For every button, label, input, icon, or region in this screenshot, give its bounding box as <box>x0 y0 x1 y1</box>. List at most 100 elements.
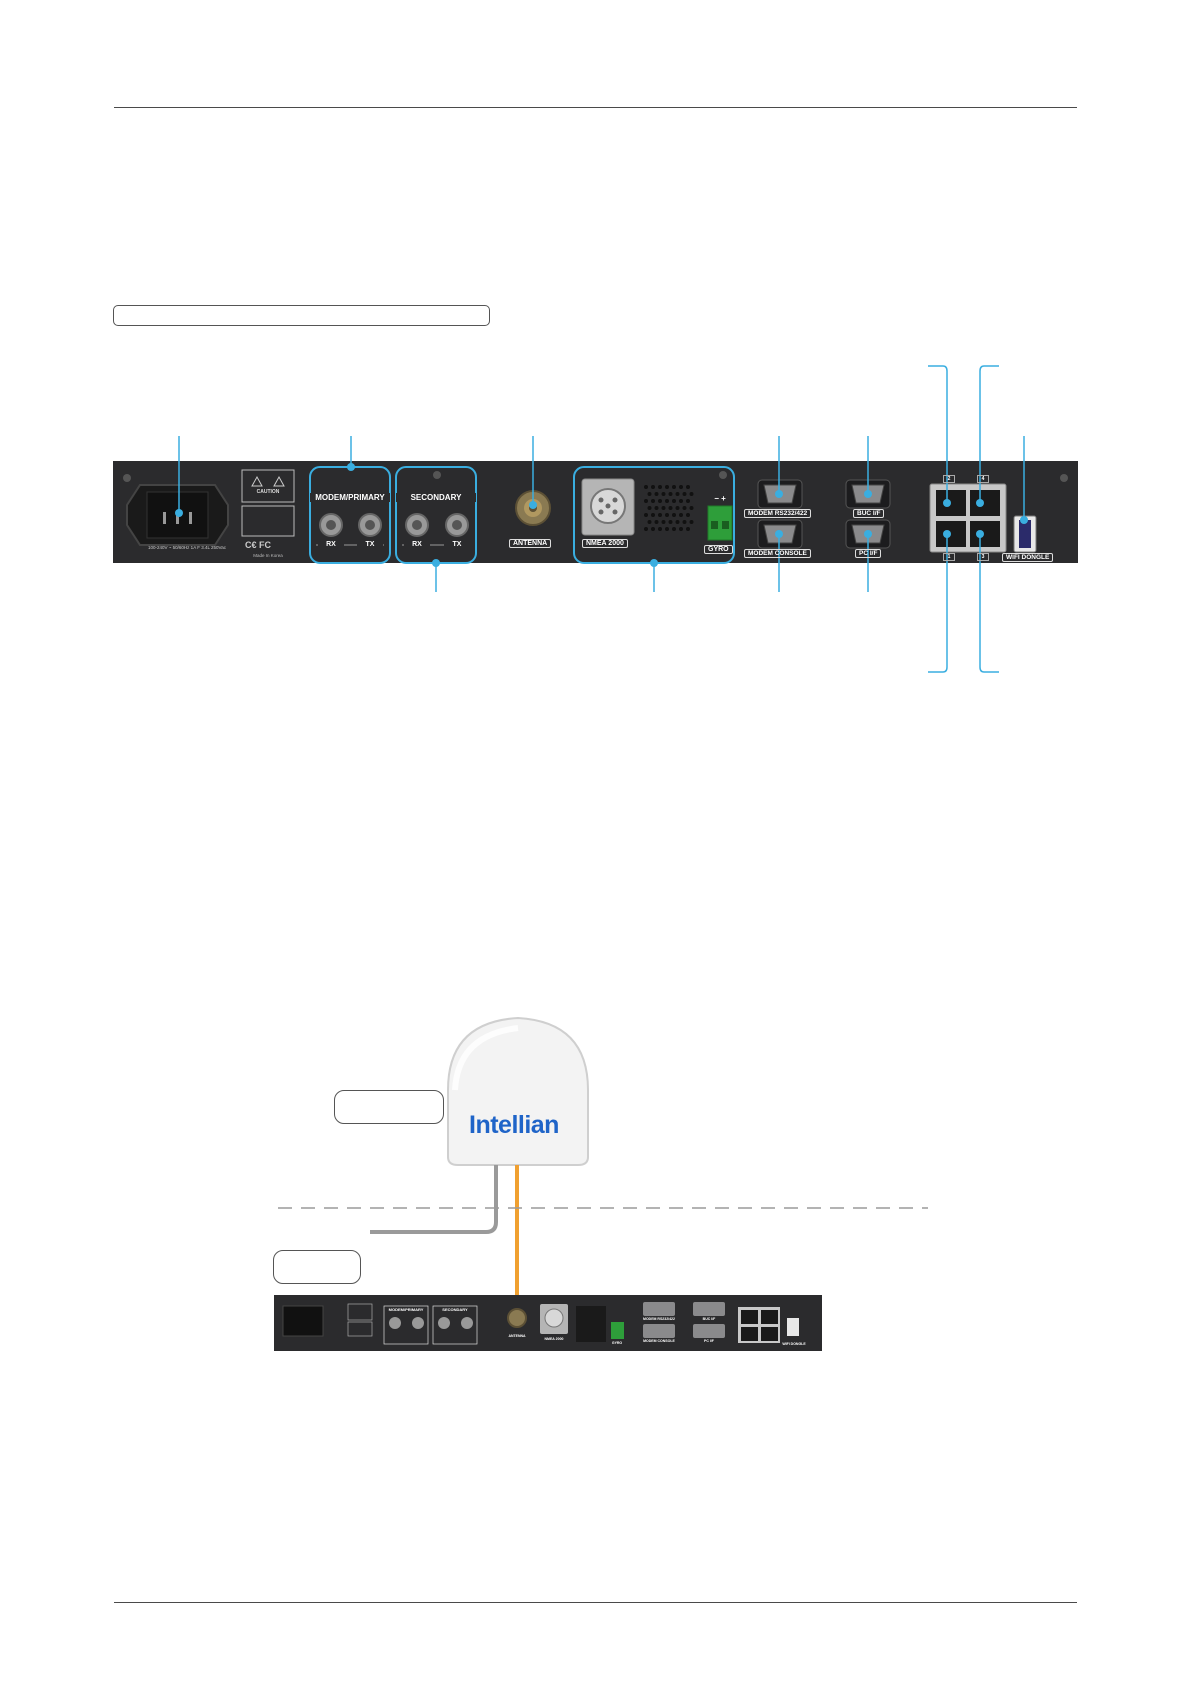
caution-label-2 <box>241 505 295 537</box>
vent-hole <box>665 513 669 517</box>
modem-tx-label: TX <box>357 541 383 548</box>
lan-1-label: 1 <box>943 553 955 561</box>
vent-hole <box>651 527 655 531</box>
ground-cable <box>370 1165 498 1234</box>
vent-hole <box>644 499 648 503</box>
screw <box>123 474 131 482</box>
vent-hole <box>668 520 673 524</box>
footer-rule <box>114 1602 1077 1603</box>
screw <box>1060 474 1068 482</box>
connection-diagram <box>274 1016 928 1351</box>
header-rule <box>114 107 1077 108</box>
vent-hole <box>675 520 680 524</box>
vent-hole <box>679 485 683 489</box>
small-modem-console-label: MODEM CONSOLE <box>643 1339 675 1343</box>
small-modem-rs-label: MODEM RS232/422 <box>643 1317 675 1321</box>
vent-hole <box>647 520 652 524</box>
vent-hole <box>661 520 666 524</box>
lan-2-label: 2 <box>943 475 955 483</box>
secondary-tx-label: TX <box>444 541 470 548</box>
small-nmea2000-label: NMEA 2000 <box>544 1337 564 1341</box>
small-buc-if-label: BUC I/F <box>702 1317 716 1321</box>
vent-hole <box>686 513 690 517</box>
vent-hole <box>658 527 662 531</box>
nmea2000-label: NMEA 2000 <box>582 539 628 548</box>
vent-hole <box>665 527 669 531</box>
figure-caption-box <box>113 305 490 326</box>
small-secondary-label: SECONDARY <box>442 1307 468 1312</box>
vent-hole <box>679 513 683 517</box>
small-wifi-dongle-label: WIFI DONGLE <box>782 1342 806 1346</box>
screw <box>433 471 441 479</box>
lan-3-label: 3 <box>977 553 989 561</box>
svg-text:C€ FC: C€ FC <box>245 540 272 550</box>
below-deck-label-box <box>273 1250 361 1284</box>
vent-hole <box>651 513 655 517</box>
rear-panel-figure: C€ FC <box>113 365 1078 673</box>
antenna-connector-small <box>507 1308 527 1328</box>
vent-hole <box>651 485 655 489</box>
vent-hole <box>672 485 676 489</box>
lan-port-block <box>929 483 1007 553</box>
made-in-label: Made In Korea <box>253 553 283 558</box>
vent-hole <box>682 520 687 524</box>
vent-hole <box>644 485 648 489</box>
vent-hole <box>689 506 694 510</box>
vent-hole <box>658 485 662 489</box>
vent-hole <box>658 513 662 517</box>
vent-hole <box>672 527 676 531</box>
gyro-polarity-label: − + <box>714 494 726 503</box>
pc-if-label: PC I/F <box>855 549 882 558</box>
vent-hole <box>686 485 690 489</box>
secondary-rx-label: RX <box>404 541 430 548</box>
vent-hole <box>661 506 666 510</box>
vent-hole <box>675 506 680 510</box>
vent-hole <box>686 527 690 531</box>
vent-hole <box>654 506 659 510</box>
vent-hole <box>668 506 673 510</box>
antenna-label: ANTENNA <box>509 539 552 548</box>
caution-title: CAUTION <box>256 489 280 495</box>
vent-hole <box>682 506 687 510</box>
gyro-label: GYRO <box>704 545 733 554</box>
vent-hole <box>679 499 683 503</box>
vent-hole <box>644 527 648 531</box>
gyro-terminal <box>707 505 733 541</box>
vent-hole <box>654 492 659 496</box>
vent-hole <box>668 492 673 496</box>
vent-hole <box>665 485 669 489</box>
lan-port-3 <box>970 521 1000 547</box>
vent-hole <box>672 499 676 503</box>
small-pc-if-label: PC I/F <box>704 1339 714 1343</box>
vent-hole <box>665 499 669 503</box>
above-deck-label-box <box>334 1090 444 1124</box>
screw <box>719 471 727 479</box>
vent-hole <box>672 513 676 517</box>
caution-label <box>241 469 295 503</box>
small-modem-primary-label: MODEM/PRIMARY <box>388 1307 424 1312</box>
vent-hole <box>682 492 687 496</box>
vent-hole <box>651 499 655 503</box>
wifi-dongle-usb <box>1013 515 1037 553</box>
vent-hole <box>654 520 659 524</box>
vent-hole <box>689 520 694 524</box>
vent-hole <box>679 527 683 531</box>
nmea2000-connector <box>581 478 635 536</box>
modem-rx-label: RX <box>318 541 344 548</box>
vent-hole <box>686 499 690 503</box>
wifi-dongle-label: WIFI DONGLE <box>1002 553 1054 562</box>
radome <box>447 1016 589 1166</box>
intellian-logo: Intellian <box>469 1111 559 1139</box>
secondary-label: SECONDARY <box>396 493 476 502</box>
vent-grid <box>644 485 694 531</box>
vent-hole <box>675 492 680 496</box>
vent-hole <box>661 492 666 496</box>
modem-rs-label: MODEM RS232/422 <box>744 509 812 518</box>
modem-console-label: MODEM CONSOLE <box>744 549 811 558</box>
vent-hole <box>689 492 694 496</box>
vent-hole <box>647 492 652 496</box>
vent-hole <box>644 513 648 517</box>
small-antenna-label: ANTENNA <box>508 1334 526 1338</box>
modem-primary-label: MODEM/PRIMARY <box>310 493 390 502</box>
vent-hole <box>658 499 662 503</box>
